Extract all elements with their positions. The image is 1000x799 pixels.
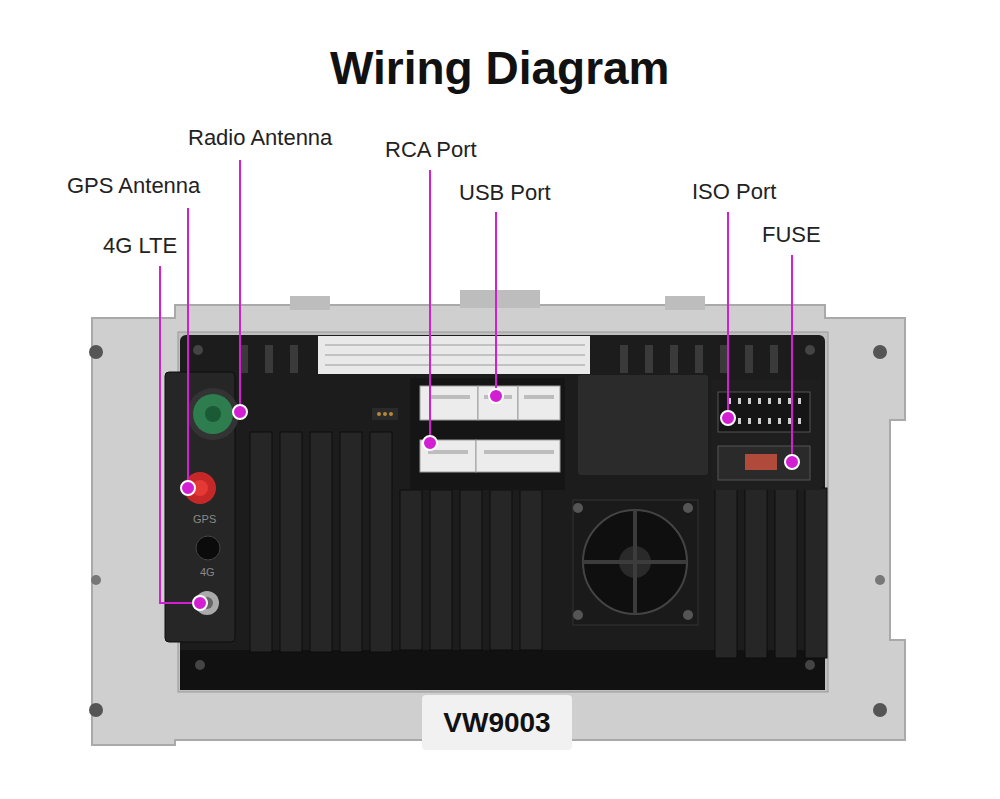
embossed-text: 4G <box>200 566 215 578</box>
callout-label: 4G LTE <box>103 233 177 259</box>
embossed-text: GPS <box>193 513 216 525</box>
callout-label: FUSE <box>762 222 821 248</box>
model-number: VW9003 <box>443 707 550 739</box>
callout-label: GPS Antenna <box>67 173 200 199</box>
callout-label: ISO Port <box>692 179 776 205</box>
callout-label: RCA Port <box>385 137 477 163</box>
callout-label: Radio Antenna <box>188 125 332 151</box>
model-sticker: VW9003 <box>422 695 572 750</box>
diagram-title: Wiring Diagram <box>330 41 670 95</box>
callout-label: USB Port <box>459 180 551 206</box>
